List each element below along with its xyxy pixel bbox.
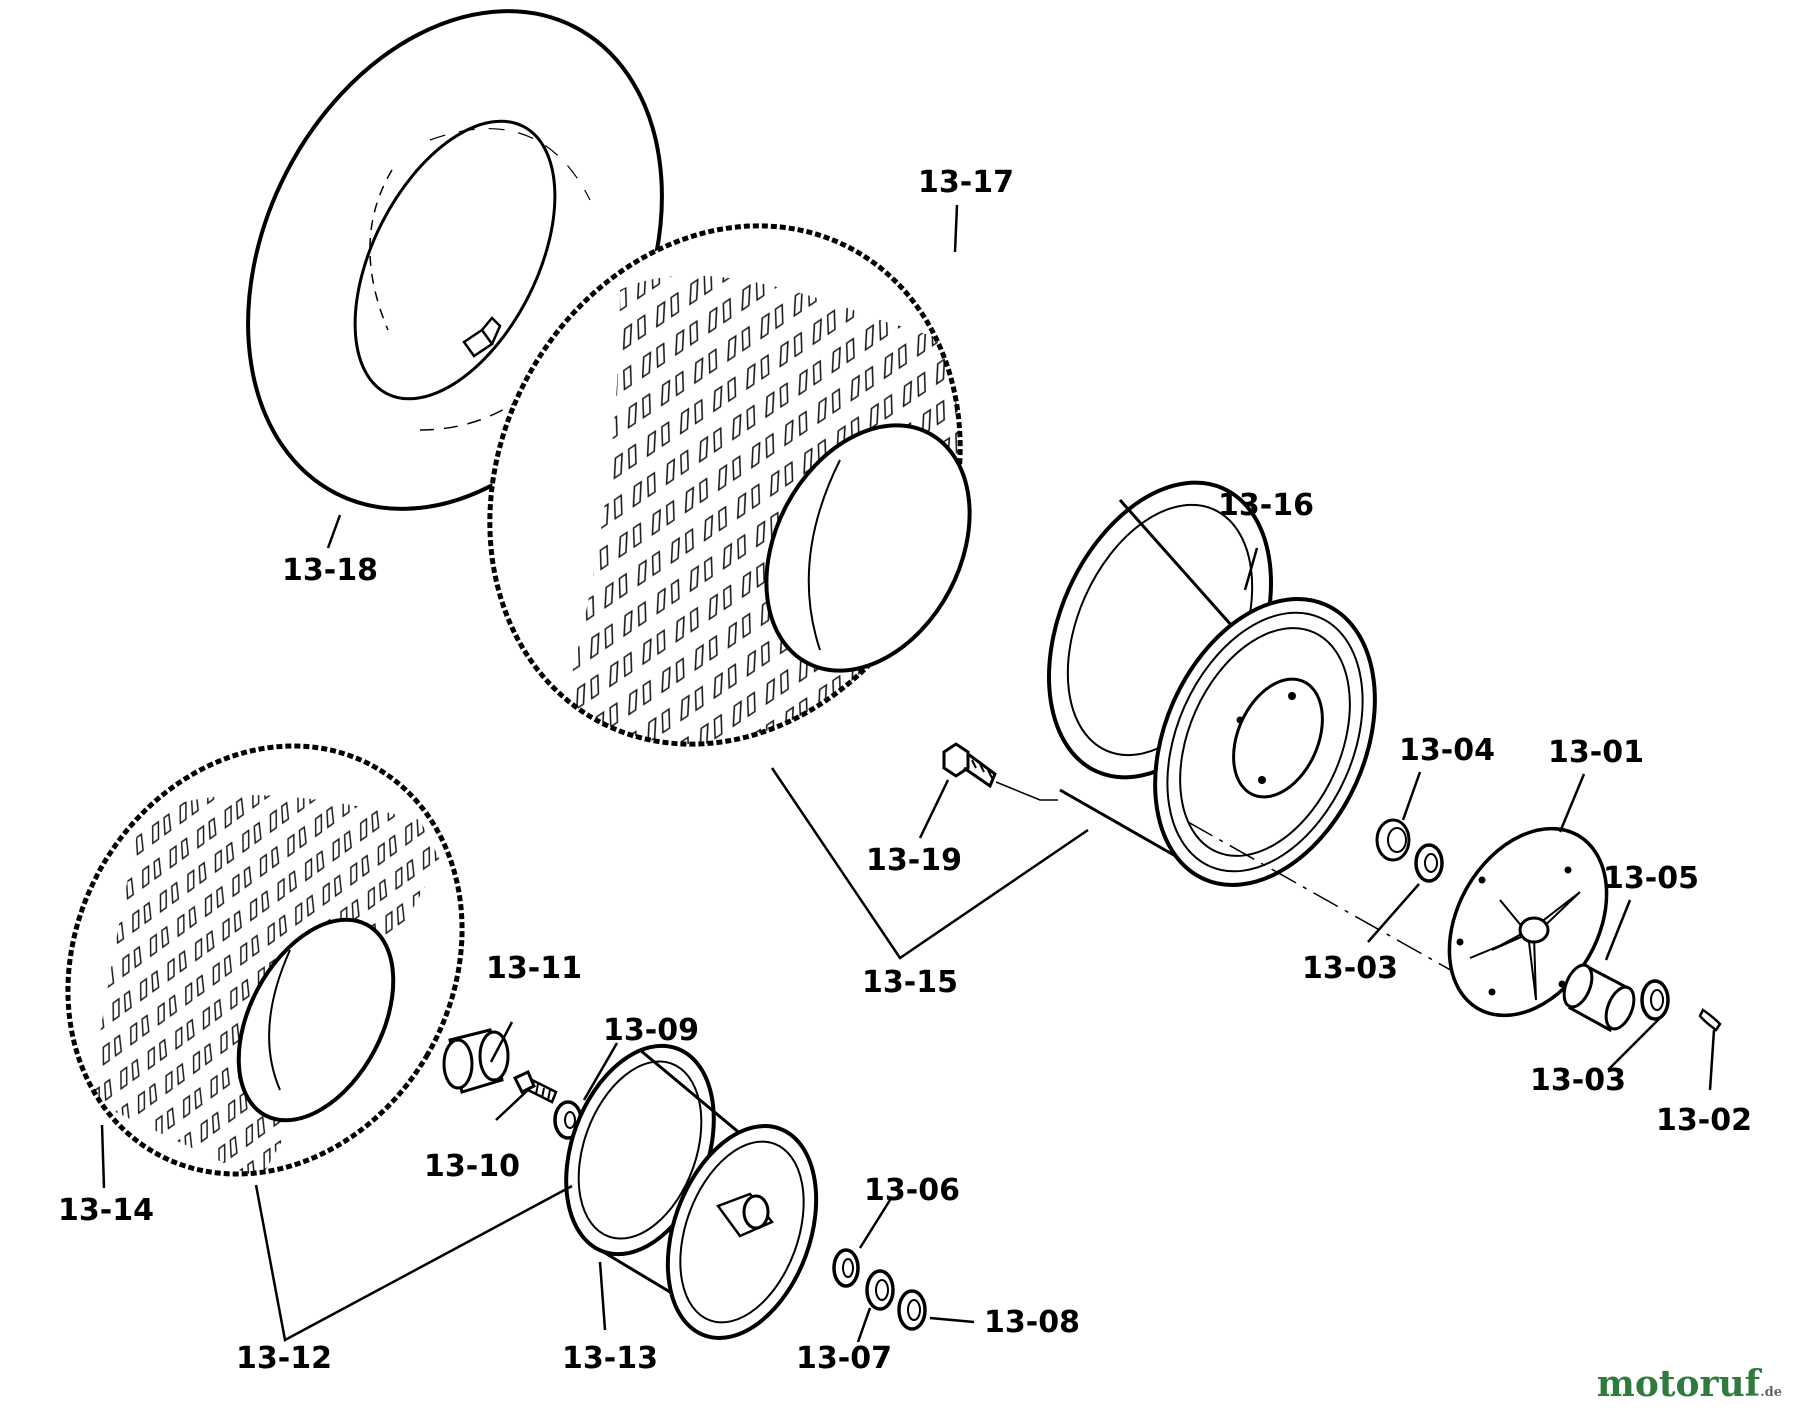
callout-13-04: 13-04 <box>1399 733 1495 768</box>
callout-13-10: 13-10 <box>424 1149 520 1184</box>
bearing <box>1375 818 1411 862</box>
front-bushing <box>442 1028 510 1094</box>
leader-lines <box>100 204 1716 1343</box>
callout-13-13: 13-13 <box>562 1341 658 1376</box>
callout-13-16: 13-16 <box>1218 488 1314 523</box>
callout-13-05: 13-05 <box>1603 861 1699 896</box>
callout-13-19: 13-19 <box>866 843 962 878</box>
callout-13-09: 13-09 <box>603 1013 699 1048</box>
callout-13-14: 13-14 <box>58 1193 154 1228</box>
callout-labels: 13-17 13-16 13-18 13-04 13-01 13-19 13-0… <box>58 165 1752 1376</box>
watermark-suffix: .de <box>1760 1385 1782 1400</box>
callout-13-03-lower: 13-03 <box>1530 1063 1626 1098</box>
rear-tire <box>487 223 1010 820</box>
rear-rim <box>1047 480 1377 887</box>
front-rim <box>564 1043 819 1340</box>
callout-13-15: 13-15 <box>862 965 958 1000</box>
bushing <box>1562 963 1636 1033</box>
callout-13-01: 13-01 <box>1548 735 1644 770</box>
watermark-text: motoruf <box>1596 1363 1761 1405</box>
watermark-logo: motoruf.de <box>1597 1363 1782 1405</box>
woodruff-key <box>1698 1008 1722 1032</box>
hub <box>1447 826 1609 1018</box>
axle-centerline <box>1187 821 1526 1013</box>
callout-13-12: 13-12 <box>236 1341 332 1376</box>
valve-stem <box>462 316 502 358</box>
callout-13-08: 13-08 <box>984 1305 1080 1340</box>
rim-bolt <box>942 742 1058 801</box>
spacer-washers <box>832 1248 927 1331</box>
callout-13-11: 13-11 <box>486 951 582 986</box>
callout-13-03: 13-03 <box>1302 951 1398 986</box>
callout-13-02: 13-02 <box>1656 1103 1752 1138</box>
front-tire <box>65 743 465 1180</box>
washer-upper <box>1414 843 1444 883</box>
washer-lower <box>1640 979 1670 1021</box>
callout-13-07: 13-07 <box>796 1341 892 1376</box>
grease-fitting <box>512 1069 558 1104</box>
callout-13-06: 13-06 <box>864 1173 960 1208</box>
callout-13-18: 13-18 <box>282 553 378 588</box>
callout-13-17: 13-17 <box>918 165 1014 200</box>
